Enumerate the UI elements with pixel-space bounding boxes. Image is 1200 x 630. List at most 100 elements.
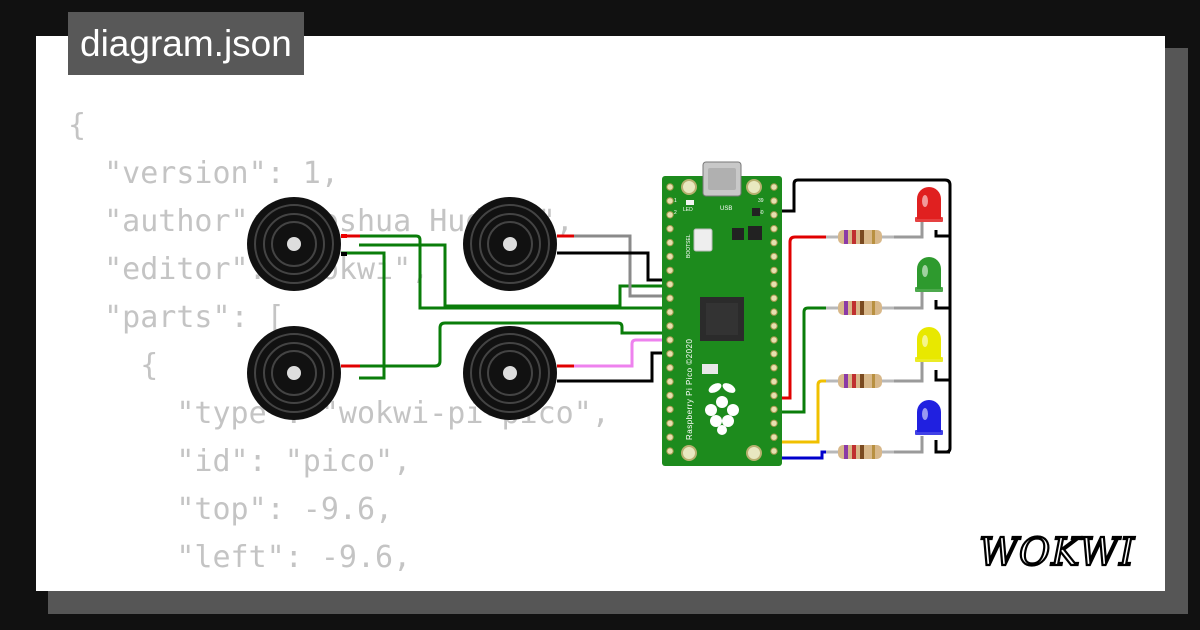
wire-led-yellow-cathode[interactable]	[934, 370, 950, 382]
header-pin[interactable]	[666, 391, 674, 400]
header-pin[interactable]	[666, 364, 674, 372]
header-pin[interactable]	[770, 183, 778, 191]
code-line: "attrs": { "env": "arduino-community" }	[68, 582, 880, 591]
wire-led-green-cathode[interactable]	[934, 300, 950, 310]
pico-board[interactable]: USB LED 1 2 39 40 BOOTSEL Raspberry Pi P…	[662, 161, 782, 466]
header-pin[interactable]	[666, 447, 674, 455]
code-listing: { "version": 1, "author": "Joshua Hudson…	[68, 102, 881, 591]
header-pin[interactable]	[666, 405, 674, 414]
wire-blue-signal[interactable]	[778, 450, 826, 460]
header-pin[interactable]	[770, 197, 778, 205]
resistor-4[interactable]	[826, 445, 894, 459]
header-pin[interactable]	[666, 225, 674, 233]
code-line: "top": -9.6,	[68, 492, 394, 527]
wire-buzzer-a-green[interactable]	[360, 234, 668, 310]
wire-res2-led2[interactable]	[894, 292, 924, 310]
header-pin[interactable]	[666, 252, 674, 261]
header-pin[interactable]	[666, 377, 674, 386]
code-line: "id": "pico",	[68, 444, 412, 479]
buzzer-bottom-right[interactable]	[463, 326, 557, 420]
wokwi-logo: WOKWI	[978, 529, 1136, 575]
wire-yellow-signal[interactable]	[778, 379, 826, 444]
bootsel-label: BOOTSEL	[686, 234, 692, 258]
mount-hole-bl	[681, 445, 697, 461]
wire-res1-led1[interactable]	[894, 222, 924, 239]
buzzer-bottom-left[interactable]	[247, 326, 341, 420]
header-pin[interactable]	[666, 336, 674, 344]
resistor-2[interactable]	[826, 301, 894, 315]
led-blue[interactable]	[915, 400, 943, 435]
header-pin[interactable]	[666, 280, 674, 288]
header-pin[interactable]	[666, 238, 674, 247]
header-pin[interactable]	[770, 377, 778, 386]
pin-label-2: 2	[674, 210, 677, 216]
wire-res4-led4[interactable]	[894, 436, 924, 454]
header-pin[interactable]	[666, 419, 674, 427]
wire-red-signal[interactable]	[778, 235, 826, 400]
header-pin[interactable]	[666, 211, 674, 219]
raspberry-logo-icon	[705, 383, 739, 435]
header-pin[interactable]	[770, 433, 778, 441]
header-pin[interactable]	[770, 350, 778, 358]
wire-res3-led3[interactable]	[894, 362, 924, 383]
wire-buzzer-d-pink[interactable]	[574, 338, 668, 368]
header-pin[interactable]	[770, 419, 778, 427]
header-pin[interactable]	[770, 252, 778, 261]
code-line: {	[68, 348, 159, 383]
wire-green-signal[interactable]	[778, 306, 826, 414]
board-silkscreen: Raspberry Pi Pico ©2020	[685, 339, 694, 440]
file-tab-title: diagram.json	[68, 12, 304, 75]
header-pin[interactable]	[770, 447, 778, 455]
led-indicator	[686, 200, 694, 205]
code-line: "left": -9.6,	[68, 540, 412, 575]
header-pin[interactable]	[770, 238, 778, 247]
header-pin[interactable]	[770, 308, 778, 316]
header-pin[interactable]	[770, 225, 778, 233]
code-line: "version": 1,	[68, 156, 339, 191]
header-pin[interactable]	[666, 197, 674, 205]
header-pin[interactable]	[666, 266, 674, 275]
resistor-1[interactable]	[826, 230, 894, 244]
resistor-3[interactable]	[826, 374, 894, 388]
mount-hole-br	[746, 445, 762, 461]
header-pin[interactable]	[770, 336, 778, 344]
wokwi-logo-text: WOKWI	[979, 530, 1135, 574]
header-pin[interactable]	[770, 391, 778, 400]
wire-led-blue-cathode[interactable]	[934, 440, 950, 454]
led-label: LED	[683, 207, 693, 213]
header-pin[interactable]	[666, 308, 674, 316]
header-pin[interactable]	[770, 294, 778, 302]
wire-buzzer-d-black[interactable]	[557, 351, 668, 383]
led-yellow[interactable]	[915, 327, 943, 362]
wire-buzzer-b-gray[interactable]	[574, 234, 668, 298]
pin-label-40: 40	[758, 210, 764, 216]
preview-card: { "version": 1, "author": "Joshua Hudson…	[36, 36, 1165, 591]
wire-buzzer-c-green[interactable]	[360, 321, 668, 368]
header-pin[interactable]	[666, 433, 674, 441]
led-green[interactable]	[915, 257, 943, 292]
header-pin[interactable]	[770, 405, 778, 414]
pin-label-1: 1	[674, 198, 677, 204]
header-pin[interactable]	[666, 183, 674, 191]
pin-label-39: 39	[758, 198, 764, 204]
wire-buzzer-a-black[interactable]	[341, 251, 386, 380]
wire-buzzer-c-ground[interactable]	[359, 243, 668, 308]
wire-buzzer-b-black[interactable]	[557, 251, 668, 282]
header-pin[interactable]	[770, 266, 778, 275]
header-pin[interactable]	[770, 280, 778, 288]
usb-label: USB	[720, 206, 732, 212]
header-pin[interactable]	[770, 211, 778, 219]
bootsel-button[interactable]	[693, 228, 713, 252]
header-pin[interactable]	[666, 322, 674, 330]
led-red[interactable]	[915, 187, 943, 222]
header-pin[interactable]	[770, 322, 778, 330]
header-pin[interactable]	[666, 350, 674, 358]
buzzer-top-left[interactable]	[247, 197, 347, 291]
code-line: {	[68, 108, 87, 143]
header-pin[interactable]	[666, 294, 674, 302]
buzzer-top-right[interactable]	[463, 197, 557, 291]
header-pin[interactable]	[770, 364, 778, 372]
code-line: "parts": [	[68, 300, 285, 335]
wire-led-red-cathode[interactable]	[934, 230, 950, 238]
